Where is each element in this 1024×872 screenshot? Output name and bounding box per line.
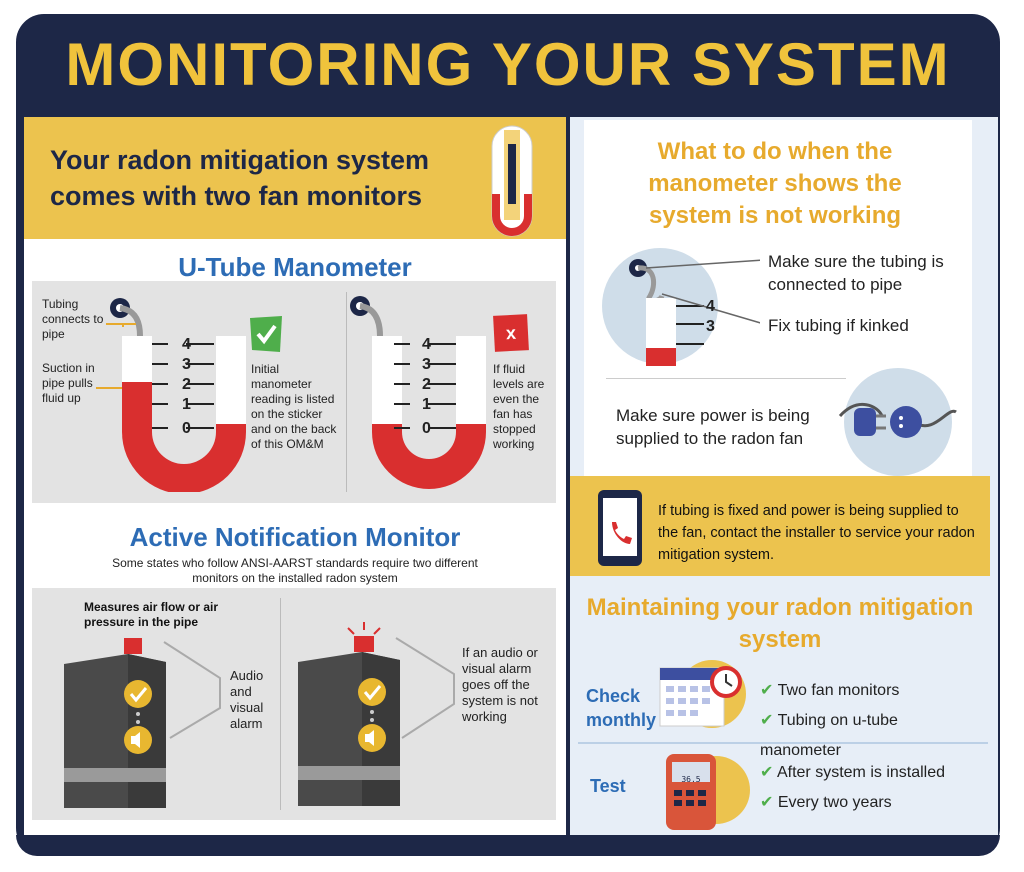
utube-manometer-left (96, 298, 246, 492)
tick-label: 4 (706, 298, 715, 315)
list-item: ✔ Tubing on u-tube manometer (760, 706, 980, 766)
radon-meter-icon (666, 754, 750, 830)
x-text: If fluid levels are even the fan has sto… (493, 362, 545, 451)
tick-label: 4 (422, 336, 431, 353)
check-circle-icon: ✔ (760, 794, 774, 811)
test-item-text: After system is installed (776, 764, 946, 781)
tick-label: 1 (422, 396, 431, 413)
utube-title: U-Tube Manometer (178, 252, 412, 282)
check-item-text: Two fan monitors (777, 682, 900, 699)
manometer-detail-icon (602, 248, 760, 366)
check-monthly-label: Check monthly (586, 686, 656, 730)
header-text: Your radon mitigation system comes with … (50, 145, 430, 211)
tick-lines-right (394, 343, 456, 429)
label-tubing: Tubing connects to pipe (42, 297, 104, 341)
check-list: ✔ Two fan monitors ✔ Tubing on u-tube ma… (760, 676, 980, 766)
tick-label: 3 (422, 356, 431, 373)
what-to-do-title: What to do when the manometer shows the … (648, 138, 902, 229)
contact-text: If tubing is fixed and power is being su… (658, 503, 975, 563)
measures-text: Measures air flow or air pressure in the… (84, 600, 219, 629)
check-sticker-icon (250, 316, 282, 352)
anm-title: Active Notification Monitor (129, 522, 461, 552)
tick-label: 3 (706, 318, 715, 335)
label-suction: Suction in pipe pulls fluid up (42, 361, 95, 405)
callout-lines-right (395, 637, 455, 739)
list-item: ✔ Every two years (760, 788, 980, 818)
tick-label: 0 (422, 420, 431, 437)
bottom-bar (16, 835, 1000, 856)
calendar-clock-icon (659, 660, 746, 728)
x-sticker-icon: x (493, 314, 529, 352)
check-item-text: Tubing on u-tube manometer (760, 712, 898, 759)
test-label: Test (590, 776, 626, 796)
check-circle-icon: ✔ (760, 712, 774, 729)
callout-lines-left (163, 641, 221, 739)
utube-manometer-right (350, 296, 486, 489)
monitor-device-left (64, 638, 166, 808)
test-list: ✔ After system is installed ✔ Every two … (760, 758, 980, 818)
anm-divider (280, 598, 281, 810)
check-circle-icon: ✔ (760, 682, 774, 699)
header-banner (24, 117, 566, 239)
alarm-text: If an audio or visual alarm goes off the… (462, 645, 538, 724)
tick-label: 2 (422, 376, 431, 393)
list-item: ✔ After system is installed (760, 758, 980, 788)
anm-subtitle: Some states who follow ANSI-AARST standa… (112, 556, 478, 585)
meter-reading: 36.5 (681, 775, 701, 784)
power-plug-icon (838, 368, 957, 476)
audio-text: Audio and visual alarm (230, 668, 264, 731)
thermometer-icon (491, 125, 533, 237)
divider (606, 378, 846, 379)
phone-icon (598, 490, 642, 566)
tubing-connected-text: Make sure the tubing is connected to pip… (768, 252, 944, 294)
list-item: ✔ Two fan monitors (760, 676, 980, 706)
fix-tubing-text: Fix tubing if kinked (768, 316, 909, 335)
maintaining-title: Maintaining your radon mitigation system (586, 594, 974, 653)
tick-lines-left (152, 343, 214, 429)
check-circle-icon: ✔ (760, 764, 774, 781)
power-text: Make sure power is being supplied to the… (616, 406, 810, 448)
test-item-text: Every two years (777, 794, 892, 811)
panel-divider (346, 292, 347, 492)
divider (578, 742, 988, 744)
monitor-device-alarm (298, 622, 400, 806)
page-title: MONITORING YOUR SYSTEM (65, 30, 951, 98)
check-text: Initial manometer reading is listed on t… (251, 362, 337, 451)
